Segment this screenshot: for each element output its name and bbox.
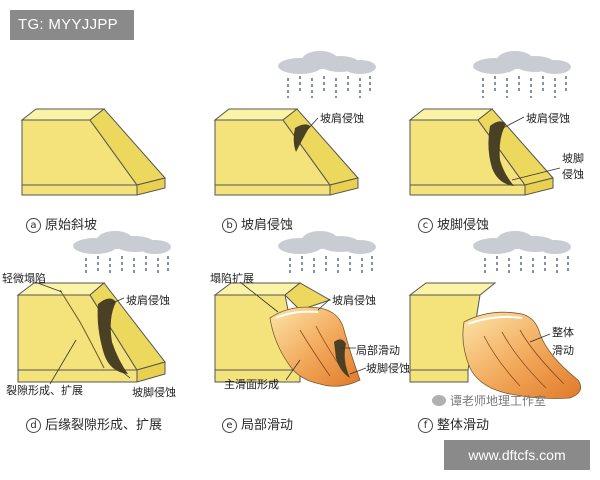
panel-d-block (16, 282, 166, 383)
label-d-shoulder: 坡肩侵蚀 (126, 294, 170, 307)
label-c-toe-2: 侵蚀 (562, 168, 584, 181)
pointer-e-collapse (239, 281, 279, 313)
caption-f: f 整体滑动 (418, 414, 489, 433)
caption-a: a 原始斜坡 (26, 214, 97, 233)
label-d-toe: 坡脚侵蚀 (132, 386, 176, 399)
label-f-whole-2: 滑动 (552, 344, 574, 357)
site-watermark: www.dftcfs.com (444, 440, 590, 470)
label-e-toe: 坡脚侵蚀 (366, 362, 410, 375)
pointer-c-shoulder (502, 116, 525, 129)
label-e-collapse: 塌陷扩展 (210, 272, 254, 285)
panel-b-block (213, 108, 359, 196)
label-e-surface: 主滑面形成 (224, 378, 279, 391)
panel-e-rain (289, 256, 373, 276)
pointer-d-crack (49, 339, 77, 385)
caption-a-letter: a (26, 218, 41, 233)
pointer-d-toe (119, 369, 131, 379)
caption-b: b 坡肩侵蚀 (222, 214, 293, 233)
label-d-collapse: 轻微塌陷 (2, 272, 46, 285)
caption-e-text: 局部滑动 (241, 418, 294, 433)
wechat-icon (432, 395, 446, 406)
label-f-whole-1: 整体 (552, 326, 574, 339)
pointer-c-toe (511, 167, 561, 181)
pointer-d-collapse (34, 281, 63, 293)
panel-f-cloud (473, 231, 571, 254)
pointer-e-surface (285, 359, 301, 381)
caption-d: d 后缘裂隙形成、扩展 (26, 414, 162, 433)
panel-c-block (408, 108, 554, 196)
panel-f-rain (484, 256, 569, 276)
caption-f-text: 整体滑动 (437, 418, 490, 433)
label-d-crack: 裂隙形成、扩展 (6, 384, 83, 397)
panel-c-cloud (473, 51, 571, 74)
caption-d-text: 后缘裂隙形成、扩展 (45, 418, 163, 433)
caption-e: e 局部滑动 (222, 414, 293, 433)
panel-e-cloud (278, 231, 376, 254)
label-b-shoulder: 坡肩侵蚀 (320, 112, 364, 125)
label-e-local: 局部滑动 (356, 344, 400, 357)
pointer-b-shoulder (306, 117, 319, 131)
panel-f-block (408, 282, 582, 399)
studio-watermark-text: 谭老师地理工作室 (450, 394, 547, 408)
caption-c: c 坡脚侵蚀 (418, 214, 489, 233)
tg-tag: TG: MYYJJPP (10, 10, 134, 40)
caption-f-letter: f (418, 418, 433, 433)
caption-b-letter: b (222, 218, 237, 233)
label-e-shoulder: 坡肩侵蚀 (332, 294, 376, 307)
label-c-toe-1: 坡脚 (562, 152, 584, 165)
panel-e-block (213, 282, 361, 387)
caption-c-text: 坡脚侵蚀 (437, 218, 490, 233)
panel-b-rain (287, 76, 371, 98)
panel-a-block (20, 108, 166, 196)
panel-c-rain (482, 76, 567, 98)
studio-watermark: 谭老师地理工作室 (432, 392, 546, 409)
panel-d-rain (85, 256, 169, 276)
caption-b-text: 坡肩侵蚀 (241, 218, 294, 233)
caption-e-letter: e (222, 418, 237, 433)
pointer-f-whole (529, 333, 551, 343)
pointer-e-toe (349, 367, 367, 375)
panel-d-cloud (73, 231, 171, 254)
panel-b-cloud (278, 51, 376, 74)
label-c-shoulder: 坡肩侵蚀 (526, 112, 570, 125)
pointer-e-shoulder (317, 298, 331, 311)
caption-c-letter: c (418, 218, 433, 233)
pointer-d-shoulder (109, 297, 125, 305)
caption-a-text: 原始斜坡 (45, 218, 98, 233)
caption-d-letter: d (26, 418, 41, 433)
